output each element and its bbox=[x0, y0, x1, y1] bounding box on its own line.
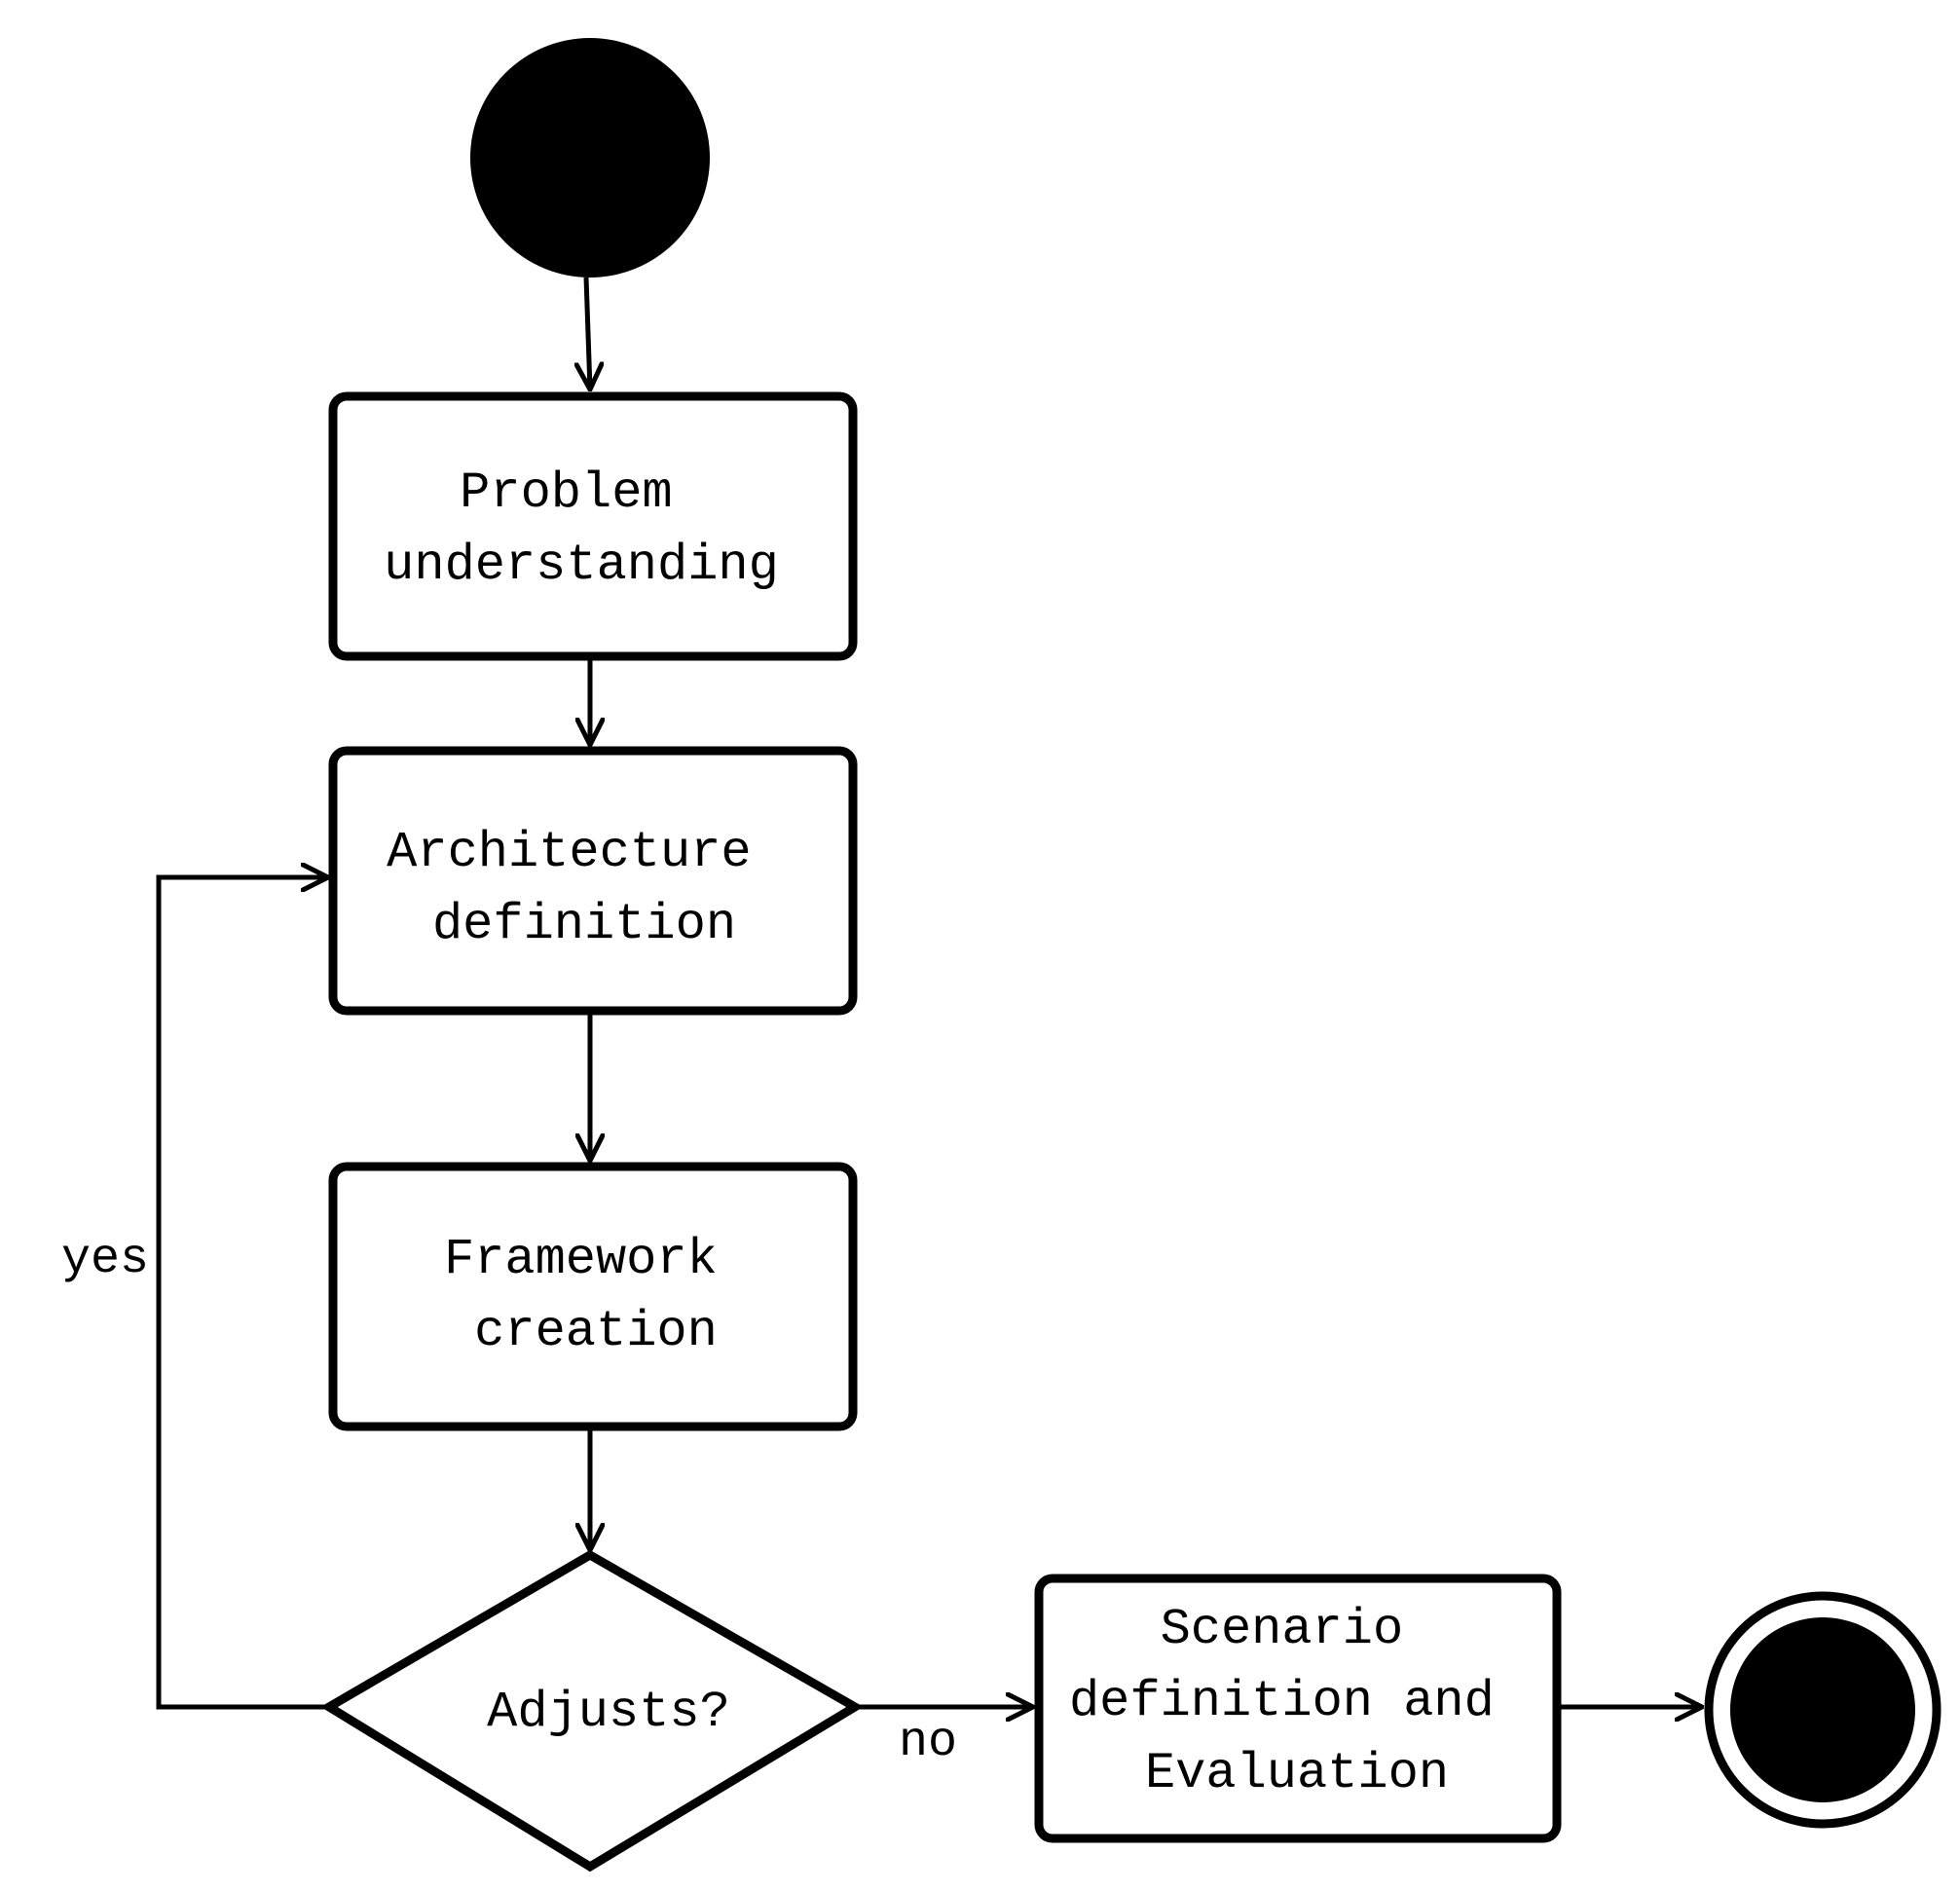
svg-text:Adjusts?: Adjusts? bbox=[487, 1684, 730, 1741]
node-line: creation bbox=[474, 1303, 718, 1360]
end-node bbox=[1704, 1591, 1942, 1829]
svg-text:Scenario definition and: Scenario definition and Evaluation bbox=[1069, 1601, 1525, 1802]
node-line: Adjusts? bbox=[487, 1684, 730, 1741]
node-scenario-definition: Scenario definition and Evaluation bbox=[1034, 1574, 1562, 1843]
node-architecture-definition: Architecture definition bbox=[328, 746, 858, 1016]
yes-label: yes bbox=[61, 1232, 149, 1287]
node-problem-understanding: Problem understanding bbox=[328, 391, 858, 661]
node-line: understanding bbox=[384, 537, 779, 594]
edge-yes-loop bbox=[156, 877, 329, 1710]
node-line: definition bbox=[432, 896, 736, 953]
node-line: Scenario bbox=[1161, 1601, 1404, 1658]
svg-text:Problem understanding: Problem understanding bbox=[384, 464, 779, 594]
node-decision-adjusts: Adjusts? bbox=[320, 1549, 864, 1872]
node-line: Framework bbox=[444, 1231, 718, 1288]
node-line: Evaluation bbox=[1145, 1745, 1449, 1802]
node-line: Problem bbox=[460, 464, 672, 522]
node-line: Architecture bbox=[387, 824, 751, 881]
node-line: definition and bbox=[1069, 1673, 1495, 1730]
edge-start-to-problem bbox=[586, 277, 590, 389]
svg-text:Framework creation: Framework creation bbox=[444, 1231, 748, 1360]
start-node bbox=[470, 38, 710, 278]
node-framework-creation: Framework creation bbox=[328, 1162, 858, 1431]
svg-text:Architecture definition: Architecture definition bbox=[387, 824, 782, 953]
no-label: no bbox=[899, 1715, 957, 1770]
